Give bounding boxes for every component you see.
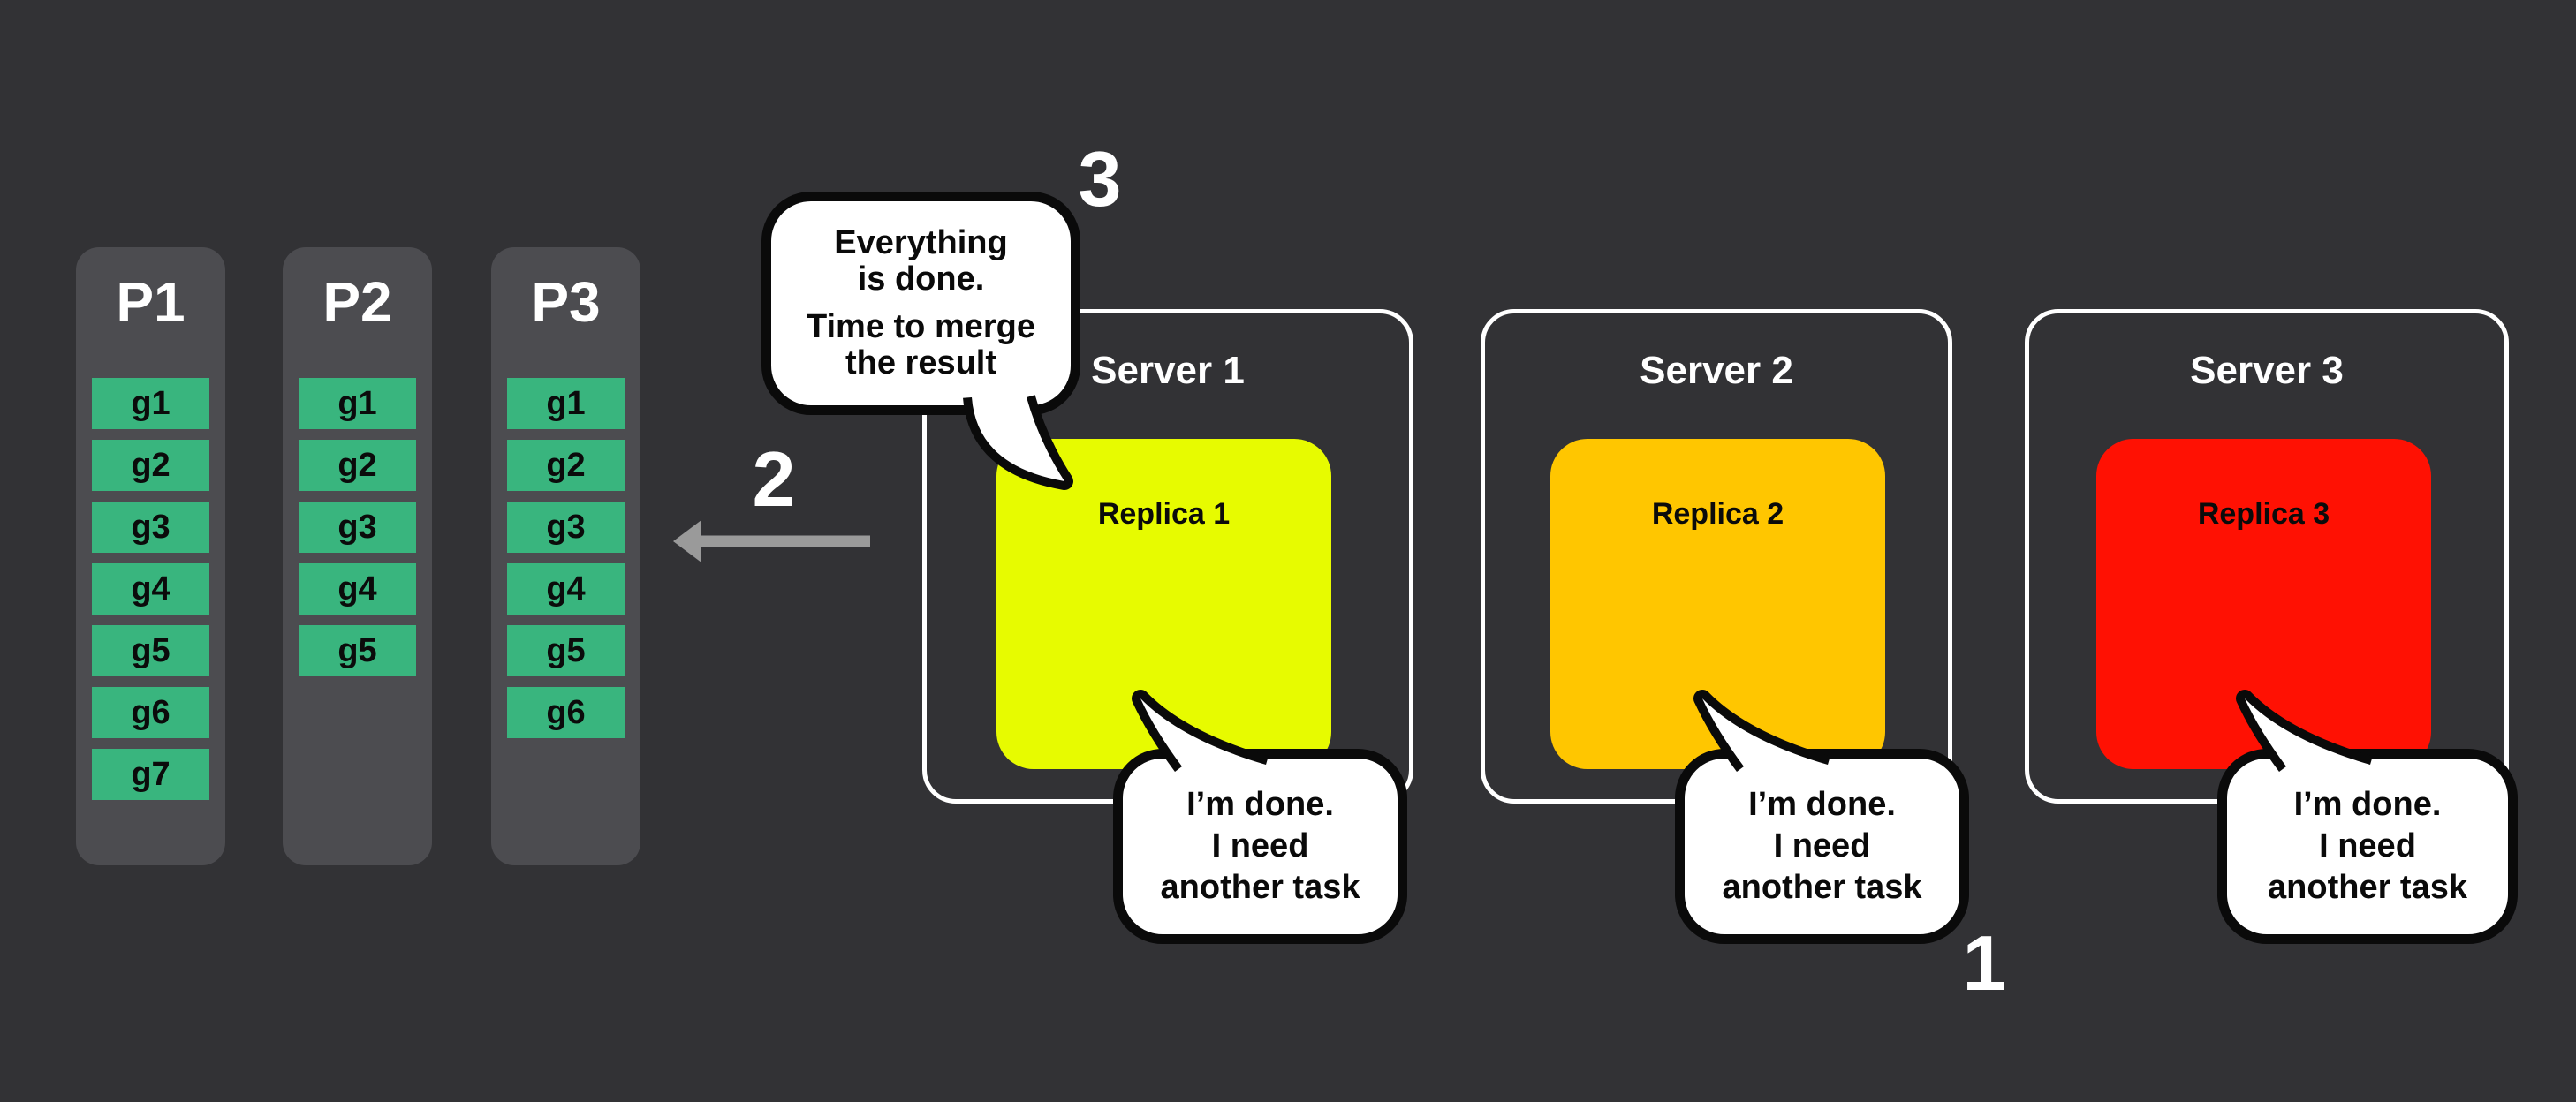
group-cell: g4	[299, 563, 416, 615]
server-label: Server 1	[1091, 349, 1245, 392]
partition-cells: g1 g2 g3 g4 g5 g6 g7	[92, 378, 209, 811]
step-3-label: 3	[1078, 135, 1122, 223]
step-1-label: 1	[1962, 919, 2006, 1007]
group-cell: g3	[507, 502, 625, 553]
group-cell: g3	[299, 502, 416, 553]
partition-label: P2	[322, 270, 392, 334]
group-cell: g2	[507, 440, 625, 491]
partition-label: P3	[531, 270, 601, 334]
speech-bubble-merge: Everything is done. Time to merge the re…	[761, 192, 1080, 415]
bubble-line: the result	[845, 344, 997, 381]
merge-arrow-icon	[673, 520, 870, 562]
partition-column-p3: P3 g1 g2 g3 g4 g5 g6	[491, 247, 640, 865]
partition-label: P1	[116, 270, 186, 334]
server-label: Server 2	[1640, 349, 1793, 392]
bubble-line: another task	[2268, 869, 2467, 906]
group-cell: g6	[92, 687, 209, 738]
group-cell: g5	[507, 625, 625, 676]
bubble-line: I need	[2319, 827, 2416, 864]
replica-2-box: Replica 2	[1550, 439, 1885, 769]
group-cell: g7	[92, 749, 209, 800]
bubble-line: I’m done.	[1748, 786, 1896, 823]
group-cell: g3	[92, 502, 209, 553]
server-label: Server 3	[2190, 349, 2344, 392]
group-cell: g4	[507, 563, 625, 615]
bubble-line: Time to merge	[806, 308, 1036, 345]
partition-cells: g1 g2 g3 g4 g5	[299, 378, 416, 687]
replica-label: Replica 3	[2197, 497, 2330, 531]
group-cell: g4	[92, 563, 209, 615]
bubble-line: I’m done.	[2293, 786, 2442, 823]
group-cell: g1	[507, 378, 625, 429]
bubble-line: Everything	[834, 224, 1008, 261]
bubble-line: is done.	[857, 260, 985, 298]
replica-1-box: Replica 1	[996, 439, 1331, 769]
replica-3-box: Replica 3	[2096, 439, 2431, 769]
speech-bubble-replica-3: I’m done. I need another task	[2217, 749, 2518, 944]
speech-bubble-replica-1: I’m done. I need another task	[1113, 749, 1407, 944]
group-cell: g1	[299, 378, 416, 429]
replica-label: Replica 1	[1097, 497, 1231, 531]
partition-cells: g1 g2 g3 g4 g5 g6	[507, 378, 625, 749]
group-cell: g6	[507, 687, 625, 738]
step-2-label: 2	[752, 435, 796, 523]
bubble-line: I need	[1773, 827, 1871, 864]
group-cell: g5	[92, 625, 209, 676]
speech-bubble-replica-2: I’m done. I need another task	[1675, 749, 1969, 944]
group-cell: g5	[299, 625, 416, 676]
bubble-line: I need	[1211, 827, 1309, 864]
bubble-line: I’m done.	[1186, 786, 1334, 823]
partition-column-p1: P1 g1 g2 g3 g4 g5 g6 g7	[76, 247, 225, 865]
bubble-line: another task	[1160, 869, 1360, 906]
bubble-line: another task	[1722, 869, 1922, 906]
group-cell: g2	[92, 440, 209, 491]
replica-label: Replica 2	[1651, 497, 1784, 531]
partition-column-p2: P2 g1 g2 g3 g4 g5	[283, 247, 432, 865]
group-cell: g1	[92, 378, 209, 429]
group-cell: g2	[299, 440, 416, 491]
